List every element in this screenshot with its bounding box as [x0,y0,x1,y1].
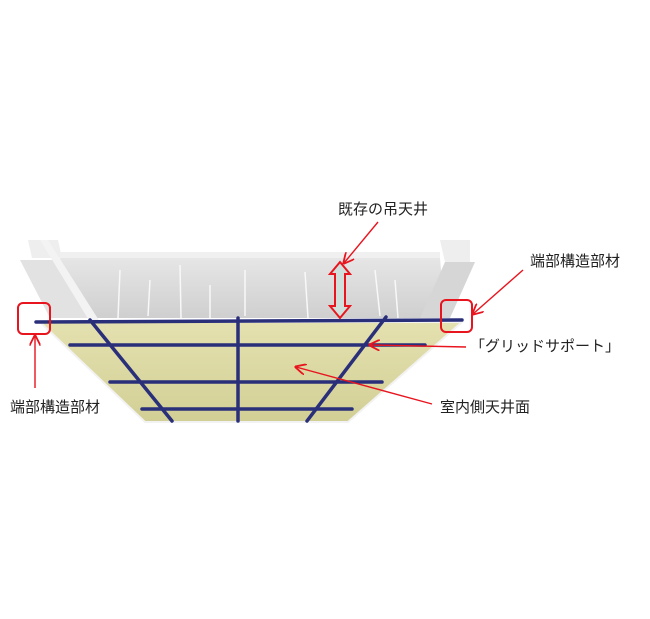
label-grid-support: 「グリッドサポート」 [470,339,620,354]
label-end-member-left: 端部構造部材 [10,400,100,415]
existing-suspended-ceiling [20,240,475,322]
label-end-member-right: 端部構造部材 [530,254,620,269]
label-indoor-ceiling: 室内側天井面 [440,400,530,415]
label-existing-ceiling: 既存の吊天井 [338,202,428,217]
